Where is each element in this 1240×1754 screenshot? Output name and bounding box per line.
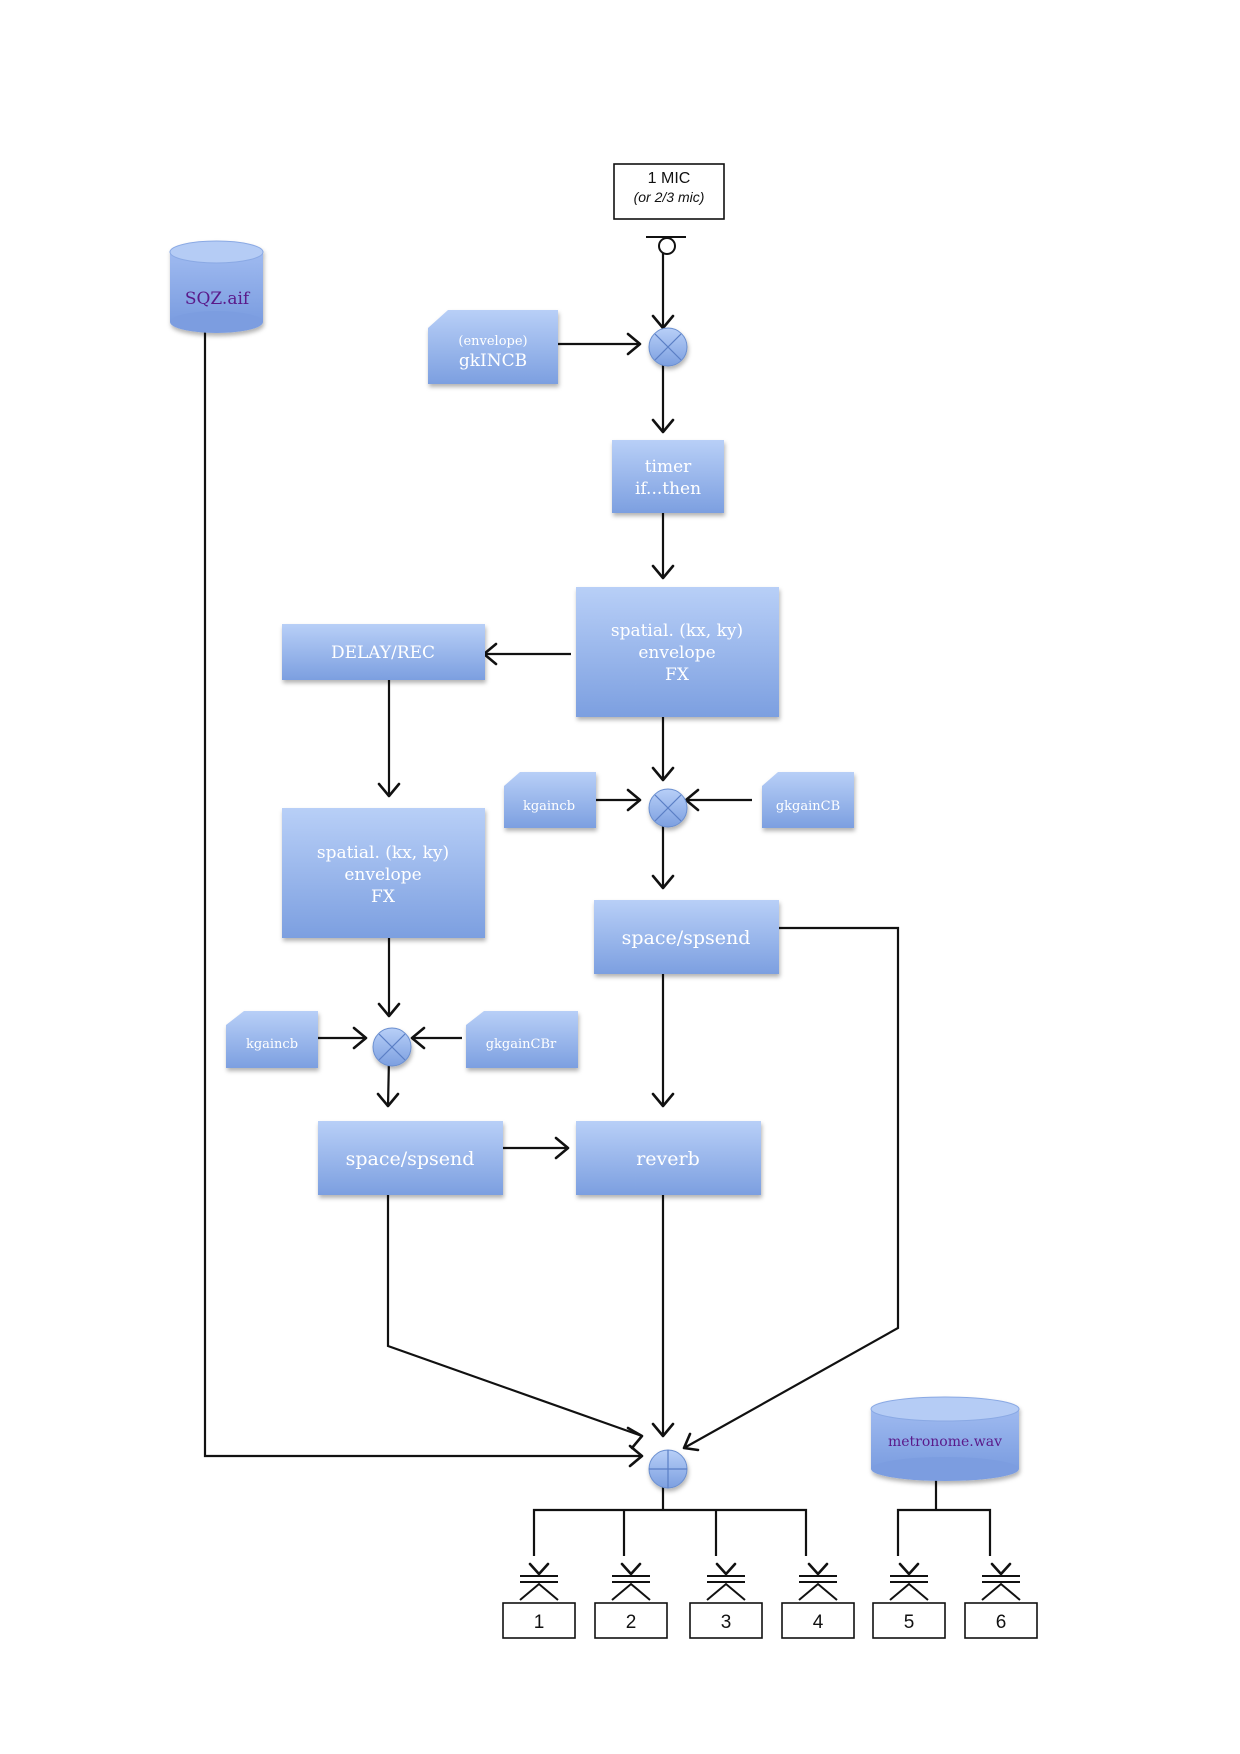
envelope-label: (envelope) — [458, 334, 527, 349]
mic-label: 1 MIC — [648, 170, 691, 187]
output-3-label: 3 — [721, 1612, 732, 1633]
sum-node — [648, 1449, 688, 1489]
metronome-file-cylinder — [870, 1396, 1020, 1481]
metronome-file-label: metronome.wav — [888, 1434, 1002, 1450]
output-4-label: 4 — [813, 1612, 824, 1633]
space-main-label: space/spsend — [622, 927, 751, 949]
reverb-box — [576, 1121, 761, 1195]
spatial-main-box — [576, 587, 779, 717]
multiply-node-3 — [372, 1027, 412, 1067]
kgaincb-main-label: kgaincb — [523, 799, 575, 814]
kgaincb-main-card — [504, 772, 596, 828]
sqz-file-label: SQZ.aif — [185, 289, 251, 309]
envelope-gain-label: gkINCB — [459, 351, 527, 371]
multiply-node-1 — [648, 327, 688, 367]
spatial-delay-envelope: envelope — [344, 865, 421, 885]
gkgaincb-main-label: gkgainCB — [776, 799, 840, 814]
delay-rec-label: DELAY/REC — [331, 643, 435, 663]
output-1-label: 1 — [534, 1612, 545, 1633]
connection-lines — [203, 248, 992, 1556]
timer-label: timer — [645, 457, 692, 477]
space-delay-box — [318, 1121, 503, 1195]
mic-box — [613, 163, 725, 220]
gkgaincbr-delay-label: gkgainCBr — [486, 1037, 557, 1052]
envelope-card — [428, 310, 558, 384]
output-2-label: 2 — [626, 1612, 637, 1633]
kgaincb-delay-label: kgaincb — [246, 1037, 298, 1052]
mic-sublabel: (or 2/3 mic) — [634, 189, 705, 205]
gkgaincb-main-card — [762, 772, 854, 828]
spatial-delay-fx: FX — [371, 887, 396, 907]
spatial-main-envelope: envelope — [638, 643, 715, 663]
speaker-output-2: 2 — [594, 1562, 668, 1639]
space-delay-label: space/spsend — [346, 1148, 475, 1170]
output-5-label: 5 — [904, 1612, 915, 1633]
kgaincb-delay-card — [226, 1011, 318, 1068]
spatial-main-label: spatial. (kx, ky) — [611, 621, 743, 641]
timer-condition-label: if...then — [635, 479, 701, 499]
speaker-output-6: 6 — [964, 1562, 1038, 1639]
gkgaincbr-delay-card — [466, 1011, 578, 1068]
speaker-output-1: 1 — [502, 1562, 576, 1639]
output-6-label: 6 — [996, 1612, 1007, 1633]
mic-icon — [658, 237, 676, 255]
timer-box — [612, 440, 724, 513]
mic-input: 1 MIC (or 2/3 mic) — [613, 163, 725, 255]
spatial-main-fx: FX — [665, 665, 690, 685]
reverb-label: reverb — [636, 1148, 700, 1170]
speaker-output-4: 4 — [781, 1562, 855, 1639]
spatial-delay-label: spatial. (kx, ky) — [317, 843, 449, 863]
multiply-node-2 — [648, 788, 688, 828]
space-main-box — [594, 900, 779, 974]
speaker-output-5: 5 — [872, 1562, 946, 1639]
sqz-file-cylinder — [169, 240, 264, 333]
spatial-delay-box — [282, 808, 485, 938]
delay-rec-box — [282, 624, 485, 680]
speaker-output-3: 3 — [689, 1562, 763, 1639]
